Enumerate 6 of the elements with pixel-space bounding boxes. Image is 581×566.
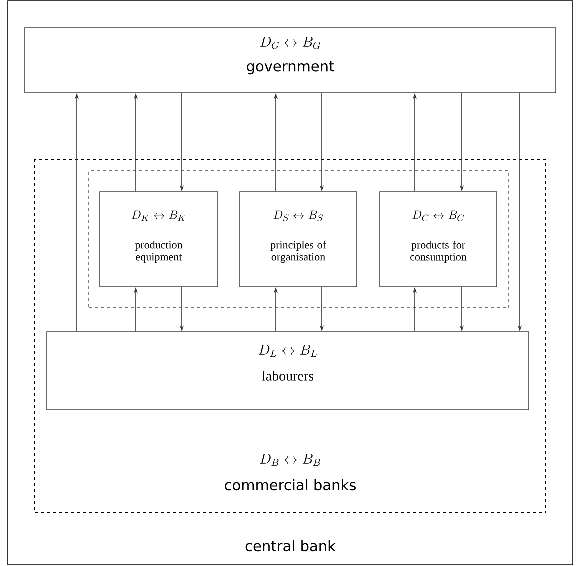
labelled-box: $D_S \leftrightarrow B_S$ principles of organisation: [240, 192, 358, 288]
labelled-box: $D_L \leftrightarrow B_L$ labourers: [46, 332, 530, 410]
labelled-box: $D_G \leftrightarrow B_G$ government: [24, 28, 556, 94]
labelled-box: $D_K \leftrightarrow B_K$ production equipment: [100, 192, 218, 288]
labelled-box: $D_C \leftrightarrow B_C$ products for consumption: [380, 192, 498, 288]
dashed-box: [88, 170, 510, 308]
